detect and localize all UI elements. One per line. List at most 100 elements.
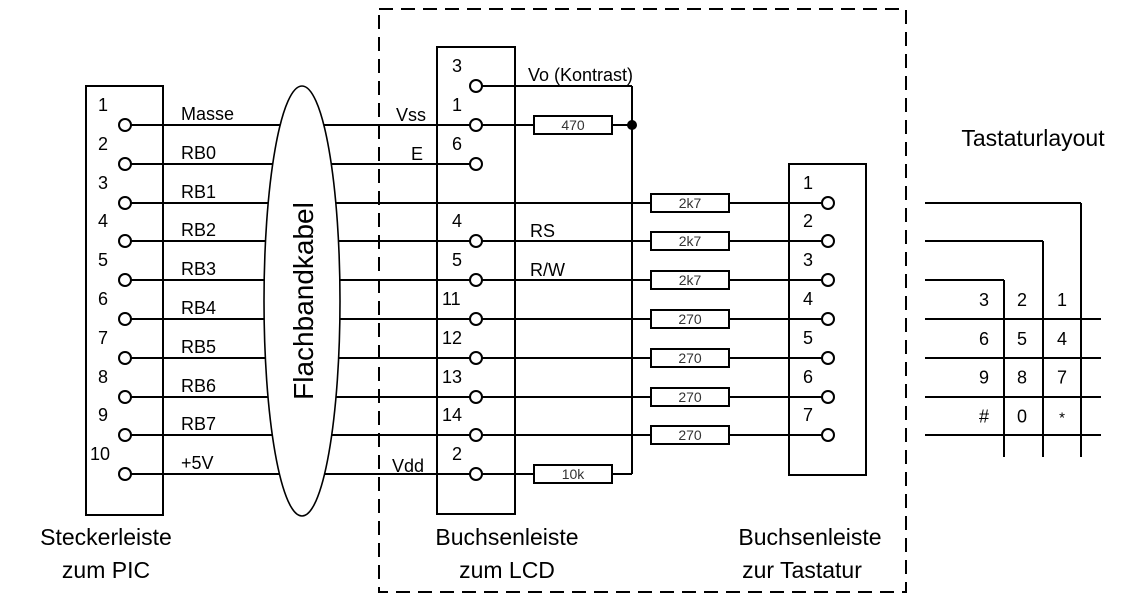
lcd-header-box [436,46,516,515]
ribbon-cable-ellipse [263,85,341,517]
pins [118,79,835,481]
lcd-pin-number: 11 [442,289,461,309]
lcd-pin-number: 4 [452,211,462,231]
lcd-pin [469,428,483,442]
keypad-pin-number: 4 [803,289,813,309]
lcd-pin [469,234,483,248]
lcd-header-caption-line1: Buchsenleiste [435,524,578,550]
pic-signal-label: +5V [181,453,214,473]
label-rw: R/W [530,260,565,280]
lcd-pin-number: 3 [452,56,462,76]
lcd-pin-number: 13 [442,367,462,387]
resistor-10k-label: 10k [562,466,586,482]
lcd-pin-number: 5 [452,250,462,270]
keypad-layout-title: Tastaturlayout [961,125,1105,151]
keypad-pin [821,273,835,287]
keypad-key: 9 [979,368,989,388]
keypad-pin-number: 1 [803,173,813,193]
keypad-header-caption-line1: Buchsenleiste [738,524,881,550]
pic-pin [118,118,132,132]
lcd-pin [469,467,483,481]
ribbon-cable-label: Flachbandkabel [288,202,319,400]
keypad-pin-number: 2 [803,211,813,231]
pic-pin [118,196,132,210]
pic-pin-number: 2 [98,134,108,154]
lcd-pin-number: 1 [452,95,462,115]
pic-pin-number: 6 [98,289,108,309]
keypad-key: 0 [1017,406,1027,426]
pic-signal-label: RB0 [181,143,216,163]
keypad-key: 8 [1017,368,1027,388]
keypad-pin-number: 6 [803,367,813,387]
pic-signal-label: Masse [181,104,234,124]
pic-pin [118,234,132,248]
resistor-10k-body [533,464,613,484]
keypad-key: 2 [1017,290,1027,310]
ribbon-cable: Flachbandkabel [263,85,341,517]
resistor-keypad-label: 270 [678,389,702,405]
pic-pin [118,273,132,287]
keypad-key: 5 [1017,329,1027,349]
resistor-470-label: 470 [561,117,585,133]
pic-pin-number: 4 [98,211,108,231]
label-vss: Vss [396,105,426,125]
pic-signal-label: RB1 [181,182,216,202]
pic-header-caption-line2: zum PIC [62,557,150,583]
resistor-keypad-body [650,270,730,290]
keypad-pin [821,312,835,326]
lcd-pin-number: 2 [452,444,462,464]
lcd-pin-number: 12 [442,328,462,348]
lcd-pin [469,273,483,287]
label-rs: RS [530,221,555,241]
resistor-keypad-label: 270 [678,350,702,366]
keypad-key: 7 [1057,368,1067,388]
label-e: E [411,144,423,164]
lcd-header: Buchsenleiste zum LCD Vss E Vdd Vo (Kont… [392,46,633,583]
pic-pin-number: 7 [98,328,108,348]
lcd-pin [469,79,483,93]
keypad-pin [821,196,835,210]
pic-pin [118,467,132,481]
keypad-pin [821,234,835,248]
resistor-keypad-label: 2k7 [679,195,702,211]
pic-header-box [85,85,164,516]
pic-pin-number: 8 [98,367,108,387]
keypad-pin-number: 3 [803,250,813,270]
pic-pin [118,351,132,365]
pic-pin-number: 3 [98,173,108,193]
resistor-keypad-body [650,425,730,445]
keypad-key: # [979,406,989,426]
pic-pin [118,428,132,442]
pic-pin [118,390,132,404]
resistor-keypad-body [650,348,730,368]
pic-pin [118,157,132,171]
pic-signal-label: RB7 [181,414,216,434]
pic-pin-number: 1 [98,95,108,115]
pic-pin-number: 10 [90,444,110,464]
keypad-pin-number: 7 [803,405,813,425]
pic-pin-number: 9 [98,405,108,425]
pic-signal-label: RB3 [181,259,216,279]
lcd-pin [469,118,483,132]
resistor-keypad-label: 2k7 [679,233,702,249]
resistor-keypad-label: 2k7 [679,272,702,288]
resistor-keypad-body [650,193,730,213]
keypad-pin-number: 5 [803,328,813,348]
keypad-key: 4 [1057,329,1067,349]
lcd-pin [469,390,483,404]
keypad-pin [821,351,835,365]
pic-signal-label: RB5 [181,337,216,357]
keypad-header-box [788,163,867,476]
keypad-key: 1 [1057,290,1067,310]
resistor-470-body [533,115,613,135]
junction-dot [627,120,637,130]
lcd-header-caption-line2: zum LCD [459,557,555,583]
pic-signal-label: RB2 [181,220,216,240]
lcd-pin-number: 14 [442,405,462,425]
keypad-key: 3 [979,290,989,310]
label-vo-kontrast: Vo (Kontrast) [528,65,633,85]
